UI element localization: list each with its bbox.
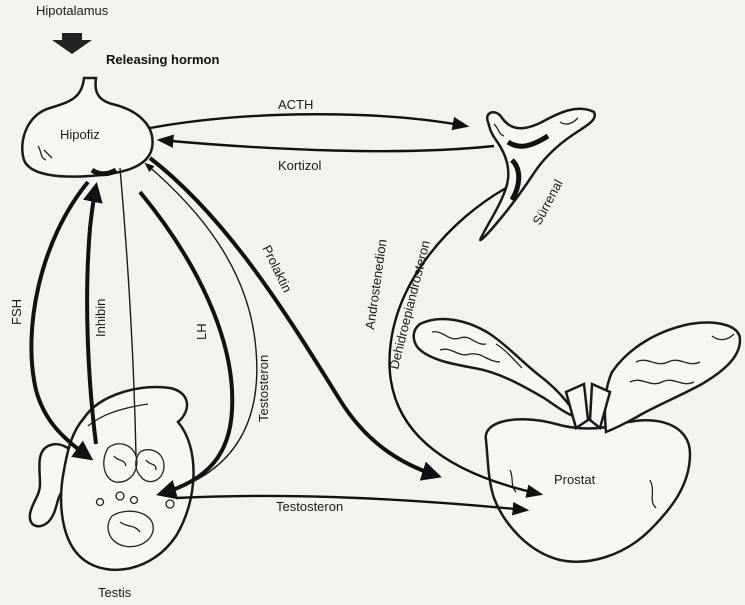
androstenedion-label: Androstenedion bbox=[362, 238, 390, 330]
testis-label: Testis bbox=[98, 585, 132, 600]
testis-organ bbox=[30, 387, 194, 570]
testosteron-arrow bbox=[176, 496, 526, 510]
hipotalamus-label: Hipotalamus bbox=[36, 3, 109, 18]
prostat-label: Prostat bbox=[554, 472, 596, 487]
releasing-hormon-label: Releasing hormon bbox=[106, 52, 219, 67]
testosteron-bottom-label: Testosteron bbox=[276, 499, 343, 514]
lh-label: LH bbox=[194, 323, 209, 340]
prostate-organ bbox=[414, 319, 740, 562]
hipofiz-label: Hipofiz bbox=[60, 127, 100, 142]
prolaktin-arrow bbox=[150, 158, 438, 476]
testosteron-vertical-label: Testosteron bbox=[256, 355, 271, 422]
inhibin-label: Inhibin bbox=[93, 299, 108, 337]
kortizol-label: Kortizol bbox=[278, 158, 321, 173]
kortizol-arrow bbox=[160, 140, 494, 151]
hypothalamus-arrow-icon bbox=[52, 33, 92, 54]
fsh-label: FSH bbox=[9, 299, 24, 325]
surrenal-label: Sürrenal bbox=[529, 177, 565, 228]
fsh-arrow bbox=[31, 182, 90, 458]
acth-arrow bbox=[150, 114, 466, 128]
acth-label: ACTH bbox=[278, 97, 313, 112]
